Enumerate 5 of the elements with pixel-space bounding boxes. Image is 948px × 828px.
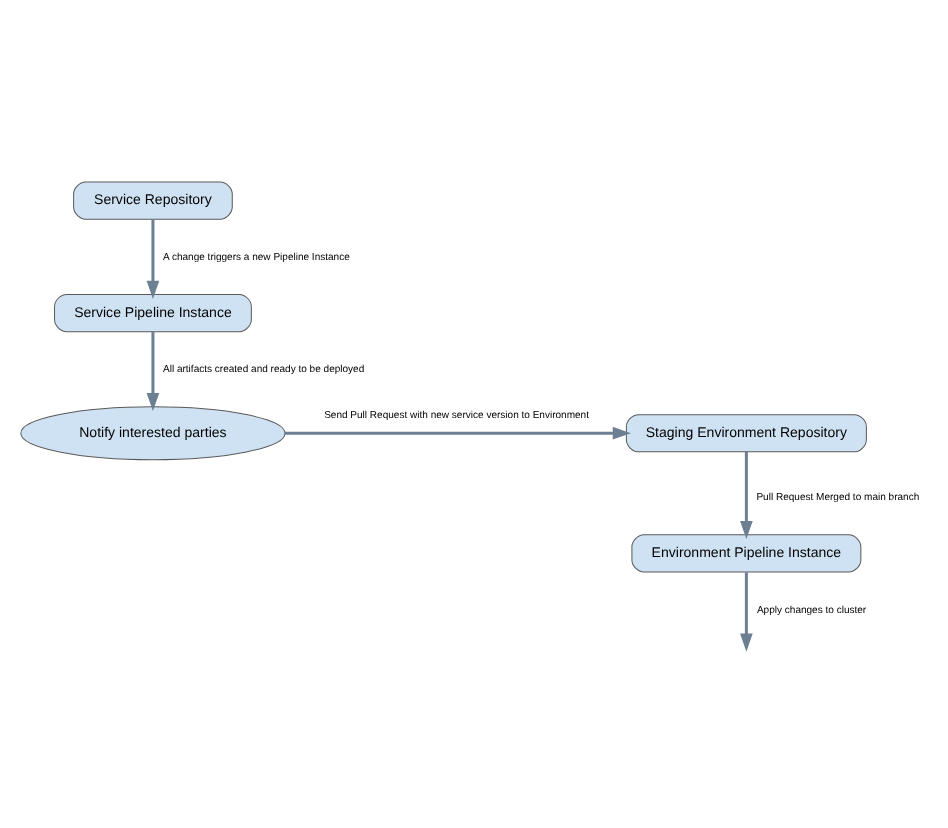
arrow (740, 571, 753, 651)
arrow (285, 425, 631, 439)
arrow (146, 330, 160, 411)
arrow (146, 218, 160, 298)
arrow (740, 450, 753, 539)
